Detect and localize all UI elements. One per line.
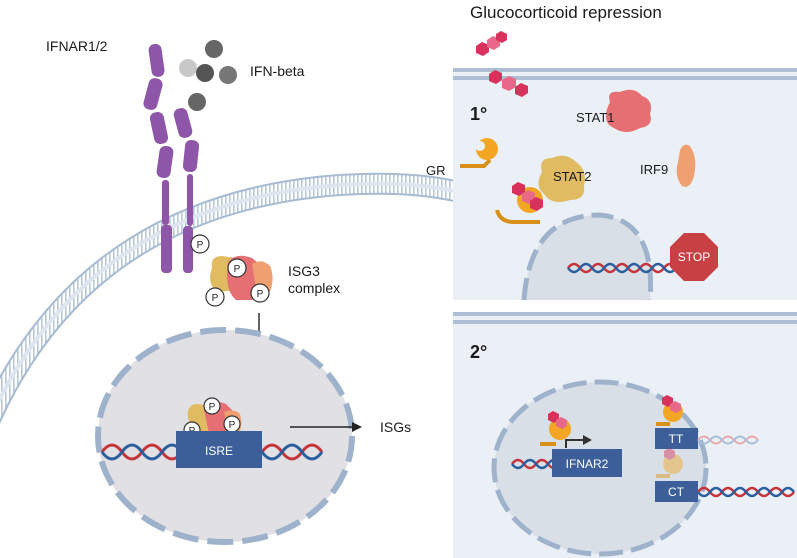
output-arrow — [290, 422, 362, 432]
isre-element: ISRE — [176, 431, 262, 468]
irf9-protein — [676, 144, 696, 187]
transcription-arrow — [565, 435, 592, 448]
stat1-protein — [605, 89, 651, 132]
tt-dna-faint — [697, 435, 759, 445]
svg-text:CT: CT — [668, 485, 685, 499]
stat1-label: STAT1 — [576, 110, 615, 125]
svg-text:P: P — [234, 264, 241, 275]
gr-on-ct-faint — [656, 448, 683, 478]
svg-text:P: P — [212, 293, 219, 304]
stop-sign-icon: STOP — [670, 233, 718, 281]
cell-membrane — [0, 172, 474, 425]
panel1-nucleus — [521, 212, 654, 301]
svg-text:P: P — [209, 402, 216, 413]
gr-on-tt — [656, 395, 683, 426]
gr-on-ifnar2 — [540, 411, 571, 446]
stat2-label: STAT2 — [553, 169, 592, 184]
svg-text:P: P — [257, 289, 264, 300]
glucocorticoid-molecule-1 — [476, 31, 507, 56]
ct-dna — [697, 486, 795, 498]
svg-text:P: P — [229, 420, 236, 431]
gr-free — [460, 138, 498, 168]
gr-bound — [495, 182, 543, 224]
ifn-beta-molecules — [179, 40, 237, 111]
irf9-label: IRF9 — [640, 162, 668, 177]
svg-text:STOP: STOP — [678, 250, 710, 264]
isgs-label: ISGs — [380, 419, 411, 435]
panel1-dna — [567, 262, 689, 274]
stat2-protein — [538, 155, 585, 202]
receptor-label: IFNAR1/2 — [46, 38, 108, 54]
ligand-label: IFN-beta — [250, 63, 305, 79]
ifnar-receptor — [143, 43, 200, 273]
panel-title: Glucocorticoid repression — [470, 3, 662, 22]
svg-text:TT: TT — [669, 432, 684, 446]
complex-label-line2: complex — [288, 280, 340, 296]
svg-text:P: P — [197, 240, 204, 251]
tt-allele: TT — [655, 428, 698, 449]
complex-label-line1: ISG3 — [288, 263, 320, 279]
ifnar2-gene: IFNAR2 — [552, 449, 622, 477]
isg3-complex: P P P — [205, 255, 273, 307]
step-2-label: 2° — [470, 342, 487, 362]
gr-label: GR — [426, 163, 446, 178]
step-1-label: 1° — [470, 104, 487, 124]
svg-text:ISRE: ISRE — [205, 444, 233, 458]
glucocorticoid-molecule-2 — [489, 70, 528, 97]
phospho-receptor: P — [190, 234, 210, 254]
ct-allele: CT — [655, 481, 698, 502]
isg3-bound-complex: P P P — [183, 397, 242, 439]
svg-text:IFNAR2: IFNAR2 — [566, 457, 609, 471]
